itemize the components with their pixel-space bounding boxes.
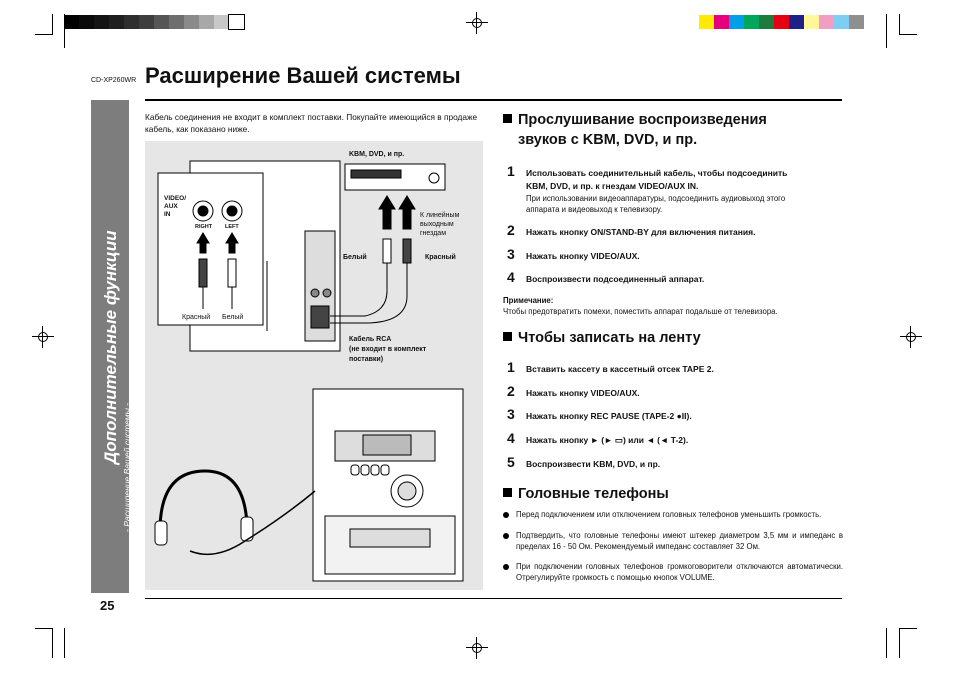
bullet-item: При подключении головных телефонов громк…: [503, 562, 843, 583]
registration-mark-left: [32, 326, 54, 348]
note-text: Чтобы предотвратить помехи, поместить ап…: [503, 307, 778, 316]
headphones: [158, 469, 249, 532]
color-swatch: [729, 15, 744, 29]
rca-cable-label: поставки): [349, 356, 384, 363]
source-label: KBM, DVD, и пр.: [349, 151, 405, 158]
color-swatch: [64, 15, 79, 29]
crop-mark: [886, 628, 887, 658]
intro-text: Кабель соединения не входит в комплект п…: [145, 112, 478, 134]
connection-illustration: [154, 160, 464, 582]
arrow-up-icon: [378, 195, 396, 230]
color-swatch: [744, 15, 759, 29]
color-swatch: [759, 15, 774, 29]
bullet-item: Перед подключением или отключением голов…: [503, 510, 843, 521]
section-heading-playback: Прослушивание воспроизведения звуков с K…: [503, 110, 843, 150]
color-swatch: [834, 15, 849, 29]
color-swatch: [184, 15, 199, 29]
crop-mark: [886, 14, 887, 48]
section-heading-record: Чтобы записать на ленту: [503, 328, 843, 348]
grayscale-color-bar: [64, 14, 245, 30]
note-title: Примечание:: [503, 296, 554, 305]
inset-red-label: Красный: [182, 314, 211, 321]
red-plug-label: Красный: [425, 254, 456, 261]
color-swatch: [789, 15, 804, 29]
model-number: CD-XP260WR: [91, 77, 137, 84]
color-swatch: [169, 15, 184, 29]
jack-panel-inset: [157, 172, 264, 326]
crop-mark: [35, 34, 53, 35]
crop-mark: [35, 628, 53, 629]
color-swatch: [124, 15, 139, 29]
page-title: Расширение Вашей системы: [145, 63, 461, 88]
footer-rule: [145, 598, 842, 599]
connection-diagram: KBM, DVD, и пр. К линейным выходным гнез…: [145, 141, 483, 590]
color-swatch: [109, 15, 124, 29]
right-jack-label: RIGHT: [195, 224, 213, 230]
rca-cable-label: (не входит в комплект: [349, 346, 427, 353]
line-out-label: К линейным выходным гнездам: [420, 212, 460, 237]
color-swatch: [774, 15, 789, 29]
title-rule: [145, 99, 842, 101]
color-swatch: [214, 15, 229, 29]
color-swatch: [228, 14, 245, 30]
crop-mark: [899, 34, 917, 35]
page-number: 25: [100, 598, 115, 613]
color-swatch: [714, 15, 729, 29]
bullet-item: Подтвердить, что головные телефоны имеют…: [503, 531, 843, 552]
rca-cable-label: Кабель RCA: [349, 336, 392, 343]
arrow-up-icon: [225, 232, 239, 254]
white-plug-label: Белый: [343, 254, 367, 261]
left-jack-label: LEFT: [225, 224, 239, 230]
crop-mark: [899, 628, 900, 658]
color-swatch: [94, 15, 109, 29]
crop-mark: [52, 628, 53, 658]
color-swatch: [199, 15, 214, 29]
crop-mark: [64, 14, 65, 48]
section-name: Дополнительные функции: [101, 230, 120, 464]
color-swatch: [819, 15, 834, 29]
arrow-up-icon: [196, 232, 210, 254]
color-swatch: [849, 15, 864, 29]
color-swatch: [79, 15, 94, 29]
cmyk-color-bar: [699, 15, 864, 29]
registration-mark-right: [900, 326, 922, 348]
registration-mark-bottom: [466, 637, 488, 659]
arrow-up-icon: [398, 195, 416, 230]
registration-mark-top: [466, 12, 488, 34]
section-heading-headphones: Головные телефоны: [503, 484, 843, 504]
color-swatch: [139, 15, 154, 29]
inset-white-label: Белый: [222, 314, 244, 321]
color-swatch: [699, 15, 714, 29]
subsection-name: - Расширение Вашей системы -: [122, 402, 132, 532]
color-swatch: [804, 15, 819, 29]
crop-mark: [52, 14, 53, 34]
color-swatch: [154, 15, 169, 29]
side-section-tab: Дополнительные функции - Расширение Ваше…: [91, 100, 132, 593]
crop-mark: [899, 628, 917, 629]
crop-mark: [64, 628, 65, 658]
crop-mark: [899, 14, 900, 34]
